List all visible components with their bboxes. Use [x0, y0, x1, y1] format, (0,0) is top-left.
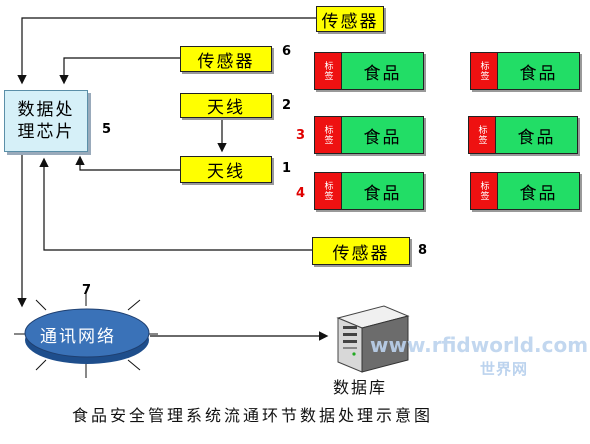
database-label: 数据库	[333, 378, 388, 397]
network-disc-top	[24, 308, 150, 358]
sensor-box-top: 传感器	[316, 6, 384, 32]
rfid-tag: 标签	[315, 173, 341, 209]
label-number-8: 8	[418, 243, 428, 258]
server-icon	[336, 305, 410, 373]
tag-card-r2c2: 标签 食品	[468, 116, 578, 154]
data-processing-chip: 数据处 理芯片	[4, 90, 88, 152]
watermark-cn: 世界网	[480, 360, 529, 378]
figure-caption: 食品安全管理系统流通环节数据处理示意图	[72, 406, 434, 425]
line-antenna1-to-chip	[75, 155, 180, 171]
tag-card-r3c2: 标签 食品	[470, 172, 580, 210]
food-item: 食品	[495, 117, 577, 153]
rfid-tag: 标签	[471, 53, 497, 89]
watermark-url: www.rfidworld.com	[370, 333, 589, 357]
rfid-tag: 标签	[315, 53, 341, 89]
food-item: 食品	[341, 117, 423, 153]
tag-card-r1c1: 标签 食品	[314, 52, 424, 90]
food-item: 食品	[341, 53, 423, 89]
food-item: 食品	[497, 173, 579, 209]
sensor-box-8: 传感器	[312, 237, 410, 265]
label-number-7: 7	[82, 283, 92, 298]
label-number-3: 3	[296, 128, 306, 143]
tag-card-r3c1: 标签 食品	[314, 172, 424, 210]
tag-card-r1c2: 标签 食品	[470, 52, 580, 90]
label-number-2: 2	[282, 98, 292, 113]
antenna-box-2: 天线	[180, 93, 272, 118]
tag-card-r2c1: 标签 食品	[314, 116, 424, 154]
line-sensor8-to-chip	[39, 157, 312, 251]
rfid-tag: 标签	[471, 173, 497, 209]
food-item: 食品	[341, 173, 423, 209]
label-number-5: 5	[102, 122, 112, 137]
label-number-6: 6	[282, 44, 292, 59]
label-number-1: 1	[282, 161, 292, 176]
network-label: 通讯网络	[40, 327, 116, 347]
food-item: 食品	[497, 53, 579, 89]
line-sensor-top-to-chip	[17, 17, 316, 85]
label-number-4: 4	[296, 186, 306, 201]
sensor-box-6: 传感器	[180, 46, 272, 72]
antenna-box-1: 天线	[180, 156, 272, 183]
rfid-tag: 标签	[315, 117, 341, 153]
rfid-tag: 标签	[469, 117, 495, 153]
line-sensor6-to-chip	[59, 57, 180, 85]
